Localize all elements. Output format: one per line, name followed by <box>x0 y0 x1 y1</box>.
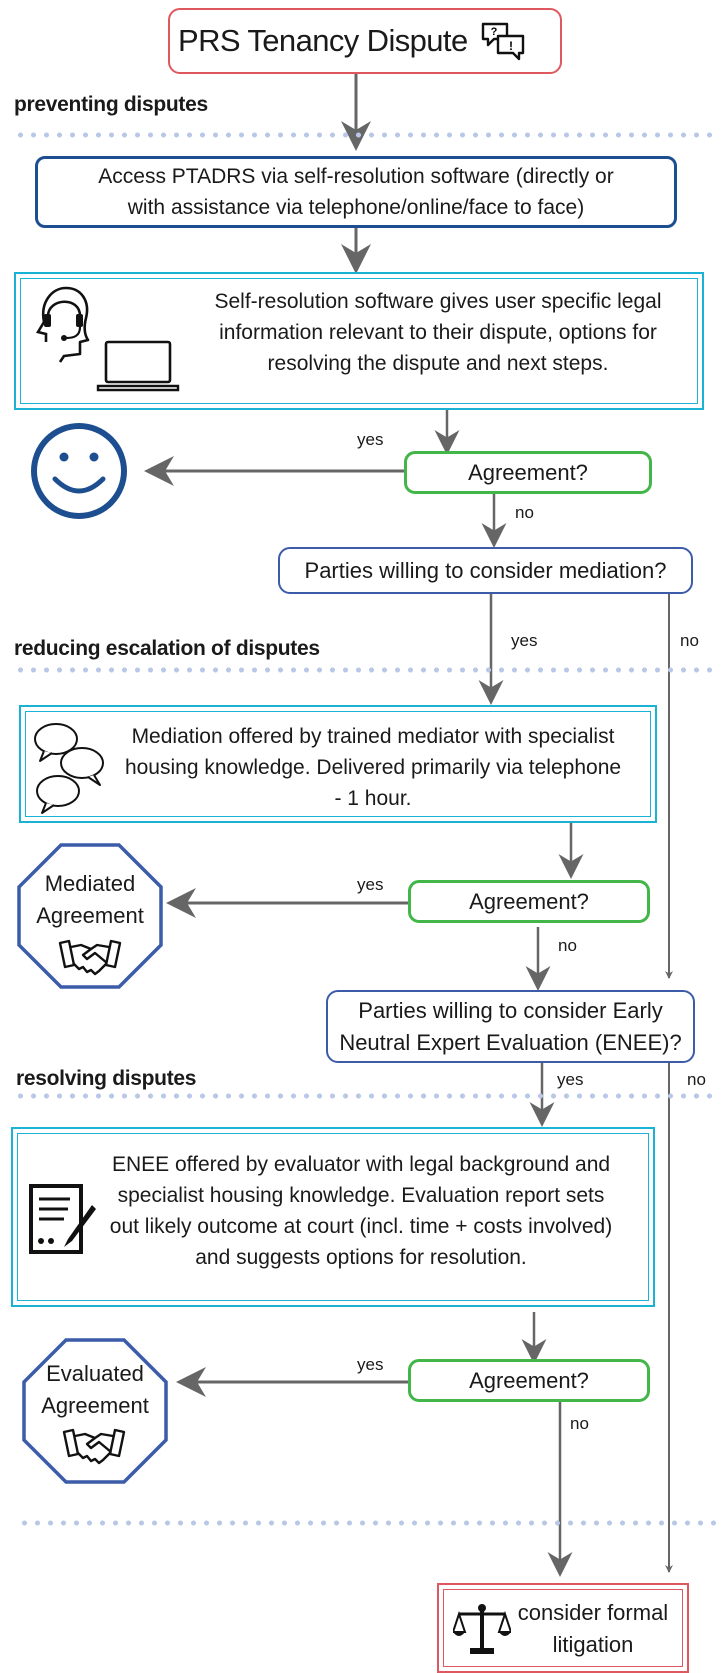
evaluated-agreement-outcome: Evaluated Agreement <box>22 1338 168 1484</box>
mediated-agreement-line2: Agreement <box>36 903 144 928</box>
mediated-agreement-line1: Mediated <box>44 871 136 896</box>
mediation-text-line1: Mediation offered by trained mediator wi… <box>131 725 615 748</box>
agreement-decision-3: Agreement? <box>408 1359 650 1402</box>
enee-text-line3: out likely outcome at court (incl. time … <box>109 1215 613 1238</box>
octagon-shape <box>22 1338 168 1484</box>
section-divider <box>14 667 717 673</box>
agreement-decision-3-label: Agreement? <box>469 1367 589 1393</box>
agreement-decision-2-label: Agreement? <box>469 888 589 914</box>
document-pen-icon <box>29 1184 96 1254</box>
section-label-reducing: reducing escalation of disputes <box>14 637 320 660</box>
edge-label-yes-agreement3: yes <box>357 1355 384 1374</box>
edge-label-yes-mediation: yes <box>511 631 538 650</box>
edge-label-no-agreement1: no <box>515 503 534 522</box>
title-box: PRS Tenancy Dispute ? ! <box>168 8 562 74</box>
box-inner-border <box>17 1133 649 1301</box>
enee-question-box: Parties willing to consider Early Neutra… <box>326 990 695 1063</box>
handshake-icon <box>58 939 122 976</box>
mediated-agreement-label: Mediated Agreement <box>17 868 163 932</box>
enee-question-line1: Parties willing to consider Early <box>358 997 663 1023</box>
edge-label-no-enee: no <box>687 1070 706 1089</box>
section-divider <box>18 1520 717 1526</box>
litigation-text-line2: litigation <box>552 1632 634 1657</box>
edge-label-no-agreement3: no <box>570 1414 589 1433</box>
octagon-shape <box>17 843 163 989</box>
box-inner-border <box>25 711 651 817</box>
laptop-icon <box>96 340 180 392</box>
edge-label-yes-agreement1: yes <box>357 430 384 449</box>
svg-text:!: ! <box>509 39 513 53</box>
access-ptadrs-box: Access PTADRS via self-resolution softwa… <box>35 156 677 228</box>
speech-bubbles-icon: ? ! <box>481 22 524 61</box>
enee-text-line2: specialist housing knowledge. Evaluation… <box>117 1184 605 1207</box>
enee-text: ENEE offered by evaluator with legal bac… <box>95 1149 627 1273</box>
handshake-icon <box>62 1428 126 1465</box>
mediated-agreement-outcome: Mediated Agreement <box>17 843 163 989</box>
section-label-resolving: resolving disputes <box>16 1067 197 1090</box>
mediation-question-label: Parties willing to consider mediation? <box>304 557 667 583</box>
svg-text:?: ? <box>490 26 497 38</box>
software-text-line3: resolving the dispute and next steps. <box>267 352 609 375</box>
evaluated-agreement-line1: Evaluated <box>46 1361 144 1386</box>
agreement-decision-1-label: Agreement? <box>468 459 588 485</box>
enee-text-line4: and suggests options for resolution. <box>195 1246 527 1269</box>
self-resolution-info-box: Self-resolution software gives user spec… <box>14 272 704 410</box>
headset-person-icon <box>35 286 90 363</box>
access-text-line2: with assistance via telephone/online/fac… <box>127 196 585 219</box>
software-text-line1: Self-resolution software gives user spec… <box>214 290 662 313</box>
enee-info-box: ENEE offered by evaluator with legal bac… <box>11 1127 655 1307</box>
section-divider <box>14 132 717 138</box>
mediation-text-line3: - 1 hour. <box>334 787 412 810</box>
agreement-decision-2: Agreement? <box>408 880 650 923</box>
scales-icon <box>453 1604 511 1654</box>
software-text: Self-resolution software gives user spec… <box>186 286 690 379</box>
software-text-line2: information relevant to their dispute, o… <box>219 321 657 344</box>
chat-bubbles-icon <box>34 723 104 814</box>
litigation-text: consider formal litigation <box>507 1597 679 1661</box>
section-divider <box>14 1093 717 1099</box>
enee-question-line2: Neutral Expert Evaluation (ENEE)? <box>339 1029 682 1055</box>
page-title: PRS Tenancy Dispute <box>178 23 468 58</box>
enee-text-line1: ENEE offered by evaluator with legal bac… <box>111 1153 611 1176</box>
edge-label-yes-agreement2: yes <box>357 875 384 894</box>
section-label-preventing: preventing disputes <box>14 93 208 116</box>
edge-label-no-agreement2: no <box>558 936 577 955</box>
mediation-info-box: Mediation offered by trained mediator wi… <box>19 705 657 823</box>
edge-label-no-mediation: no <box>680 631 699 650</box>
edge-label-yes-enee: yes <box>557 1070 584 1089</box>
litigation-text-line1: consider formal <box>517 1600 669 1625</box>
smiley-icon <box>31 423 127 519</box>
mediation-question-box: Parties willing to consider mediation? <box>278 547 693 594</box>
mediation-text-line2: housing knowledge. Delivered primarily v… <box>124 756 622 779</box>
evaluated-agreement-label: Evaluated Agreement <box>22 1358 168 1422</box>
box-inner-border <box>20 278 698 404</box>
litigation-box: consider formal litigation <box>437 1583 689 1673</box>
evaluated-agreement-line2: Agreement <box>41 1393 149 1418</box>
mediation-text: Mediation offered by trained mediator wi… <box>105 721 641 814</box>
access-text-line1: Access PTADRS via self-resolution softwa… <box>98 165 614 188</box>
agreement-decision-1: Agreement? <box>404 451 652 494</box>
